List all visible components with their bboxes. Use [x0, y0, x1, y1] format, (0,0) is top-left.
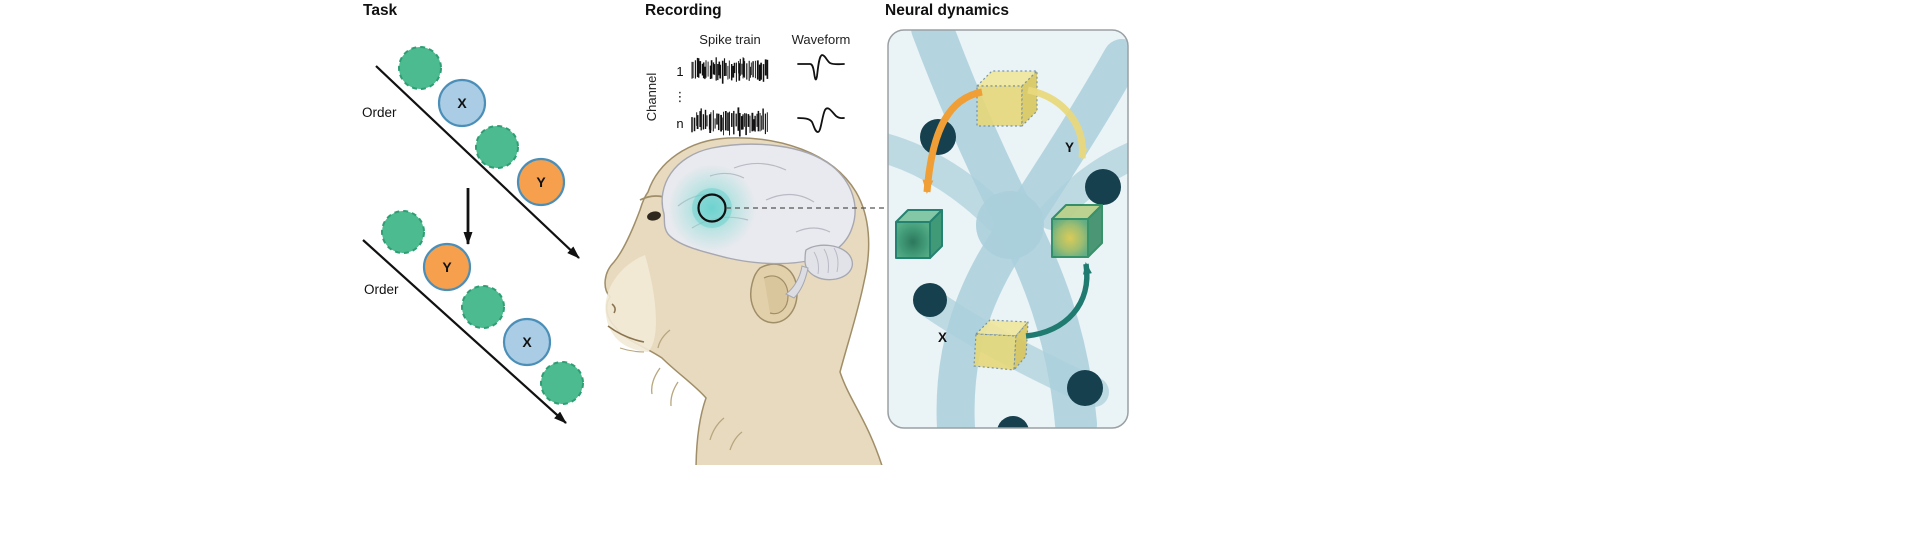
- waveform-channel-n: [797, 107, 845, 133]
- monkey-eye: [647, 211, 661, 221]
- attractor-node: [1067, 370, 1103, 406]
- trajectory-arrow-orange: [922, 88, 983, 194]
- monkey-nostril: [611, 303, 616, 314]
- recording-site-circle: [697, 193, 727, 223]
- spike-train-label: Spike train: [699, 32, 760, 47]
- neural-dynamics-diagram: Y X: [887, 29, 1129, 429]
- trajectory-arrow-yellow: [1027, 86, 1088, 160]
- cerebellum-stripes: [813, 247, 839, 275]
- stimulus-circle-x: [437, 78, 487, 128]
- stimulus-circle-y: [516, 157, 566, 207]
- waveform-label: Waveform: [792, 32, 851, 47]
- channel-ellipsis: ⋮: [674, 90, 687, 105]
- state-cube-y-top: [976, 70, 1038, 127]
- state-space-panel-border: [887, 29, 1129, 429]
- panel-task: Task Order X Y Order: [360, 0, 610, 465]
- monkey-mouth: [607, 325, 645, 343]
- spike-train-channel-1: [691, 57, 769, 84]
- trajectory-arrow-teal: [1025, 262, 1092, 339]
- state-cube-green-right: [1051, 204, 1103, 258]
- attractor-node: [1085, 169, 1121, 205]
- manifold-center-blob: [976, 191, 1044, 259]
- stimulus-y-label: Y: [536, 174, 546, 190]
- monkey-muzzle: [605, 255, 656, 352]
- stimulus-circle-y: [422, 242, 472, 292]
- attractor-node: [913, 283, 947, 317]
- monkey-fur-strokes: [651, 329, 743, 451]
- stimulus-circle-green: [381, 210, 425, 254]
- monkey-ear-inner: [763, 275, 789, 315]
- task-diagram: Order X Y Order Y X: [362, 46, 584, 424]
- electrophysiology-block: Spike train Waveform Channel 1 ⋮ n: [644, 32, 850, 137]
- neural-dynamics-panel-title: Neural dynamics: [885, 2, 1010, 19]
- stimulus-circle-green: [475, 125, 519, 169]
- stimulus-circle-green: [398, 46, 442, 90]
- recording-site-glow: [668, 164, 756, 252]
- order-arrow-2: [362, 239, 567, 424]
- order-label-2: Order: [364, 282, 399, 297]
- waveform-channel-1: [797, 54, 845, 81]
- stimulus-x-label: X: [457, 95, 467, 111]
- stimulus-y-label: Y: [442, 259, 452, 275]
- channel-number-n: n: [676, 116, 683, 131]
- stimulus-circle-green: [540, 361, 584, 405]
- stimulus-x-label: X: [522, 334, 532, 350]
- attractor-nodes: [913, 119, 1121, 428]
- channel-axis-label: Channel: [644, 73, 659, 122]
- task-panel-title: Task: [363, 2, 398, 19]
- recording-diagram: Spike train Waveform Channel 1 ⋮ n: [604, 32, 888, 465]
- channel-number-1: 1: [676, 64, 683, 79]
- monkey-brain: [661, 143, 888, 299]
- state-space-content: Y X: [888, 30, 1128, 428]
- attractor-node: [997, 416, 1029, 428]
- spike-train-channel-n: [691, 107, 768, 137]
- panel-recording: Recording: [600, 0, 900, 465]
- order-label-1: Order: [362, 105, 397, 120]
- panel-neural-dynamics: Neural dynamics: [880, 0, 1145, 445]
- stimulus-circle-green: [461, 285, 505, 329]
- stimulus-circle-x: [502, 317, 552, 367]
- brainstem: [785, 265, 809, 299]
- state-cube-green-left: [895, 209, 943, 259]
- state-label-y: Y: [1065, 140, 1074, 155]
- recording-panel-title: Recording: [645, 2, 722, 19]
- order-arrow-1: [375, 65, 580, 259]
- monkey-chin-line: [619, 347, 645, 353]
- state-cube-x-bottom: [973, 319, 1029, 371]
- state-label-x: X: [938, 330, 947, 345]
